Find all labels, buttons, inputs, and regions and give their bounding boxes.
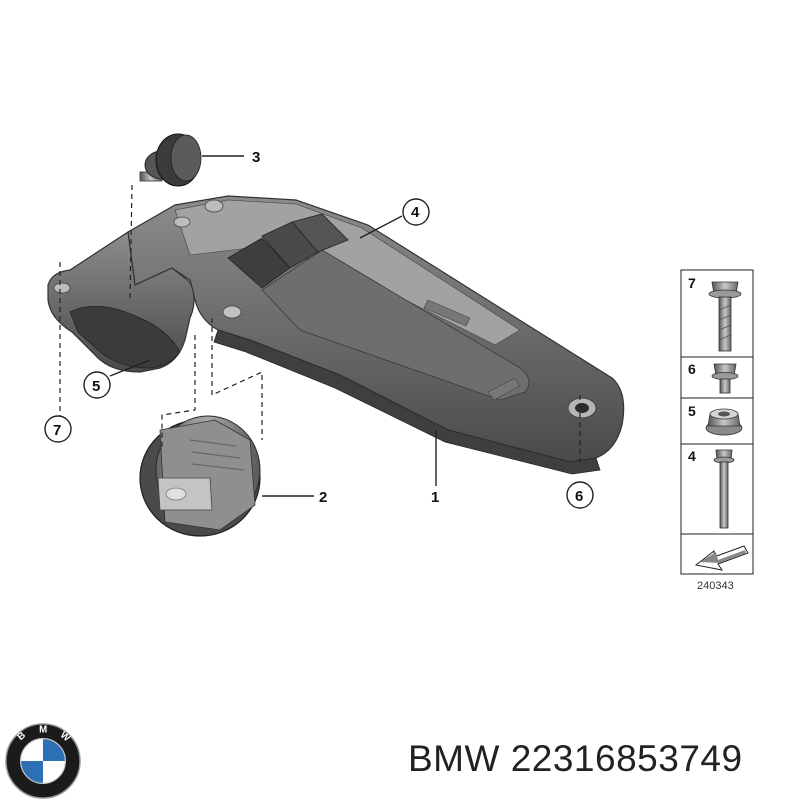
callout-4: 4: [359, 198, 430, 239]
callout-6: 6: [566, 481, 594, 509]
callout-5: 5: [83, 359, 151, 399]
callout-2: 2: [262, 489, 327, 506]
bmw-logo: B M W: [5, 723, 81, 799]
callout-1: 1: [431, 430, 439, 506]
callout-7: 7: [44, 415, 72, 443]
hardware-legend: 7 6 5 4: [680, 269, 754, 592]
flange-bolt-icon: [708, 281, 742, 352]
legend-num-5: 5: [688, 403, 696, 419]
long-bolt-icon: [713, 449, 735, 529]
svg-text:6: 6: [575, 488, 583, 505]
svg-text:4: 4: [411, 204, 420, 221]
rubber-mount-part: [139, 415, 261, 537]
assembly-lines: [59, 184, 581, 462]
svg-text:7: 7: [53, 422, 61, 439]
svg-text:2: 2: [319, 489, 327, 506]
part-number-caption: BMW 22316853749: [408, 738, 743, 779]
svg-text:M: M: [39, 725, 47, 736]
arrow-icon: [694, 545, 749, 571]
transmission-mount-bracket: [47, 195, 625, 475]
legend-num-4: 4: [688, 448, 696, 464]
hex-nut-icon: [705, 408, 743, 436]
legend-num-7: 7: [688, 275, 696, 291]
diagram-id: 240343: [697, 580, 734, 592]
short-bolt-icon: [711, 363, 739, 394]
callout-3: 3: [202, 149, 260, 166]
svg-text:3: 3: [252, 149, 260, 166]
legend-num-6: 6: [688, 361, 696, 377]
svg-text:1: 1: [431, 489, 439, 506]
bump-stop-part: [139, 133, 202, 187]
svg-text:5: 5: [92, 378, 100, 395]
